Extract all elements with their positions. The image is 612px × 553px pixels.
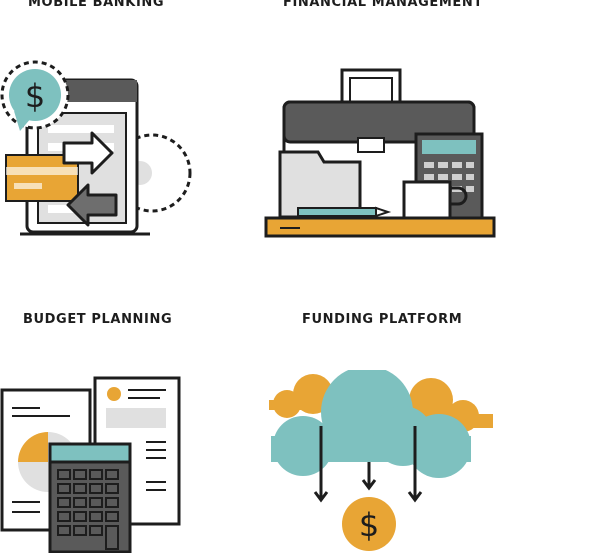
dollar-symbol: $	[25, 77, 45, 115]
dollar-symbol: $	[359, 506, 379, 544]
calculator-icon	[48, 442, 132, 553]
pen-icon	[297, 206, 392, 218]
dollar-bubble-icon: $	[0, 60, 70, 131]
section-title-budget-planning: BUDGET PLANNING	[23, 312, 173, 327]
section-title-funding-platform: FUNDING PLATFORM	[302, 312, 463, 327]
arrow-down-icon	[407, 426, 423, 503]
arrow-down-icon	[361, 462, 377, 491]
cloud-main-icon	[271, 370, 471, 478]
arrow-down-icon	[313, 426, 329, 503]
financial-management-icon	[264, 68, 496, 238]
budget-planning-icon	[0, 376, 181, 553]
arrow-right-icon	[62, 131, 114, 175]
funding-platform-icon: $	[269, 370, 493, 551]
mobile-banking-icon: $	[0, 60, 192, 236]
section-title-financial-management: FINANCIAL MANAGEMENT	[283, 0, 483, 10]
desk-surface	[264, 216, 496, 238]
dollar-coin-icon: $	[342, 497, 396, 551]
arrow-left-icon	[66, 183, 118, 227]
section-title-mobile-banking: MOBILE BANKING	[28, 0, 165, 10]
